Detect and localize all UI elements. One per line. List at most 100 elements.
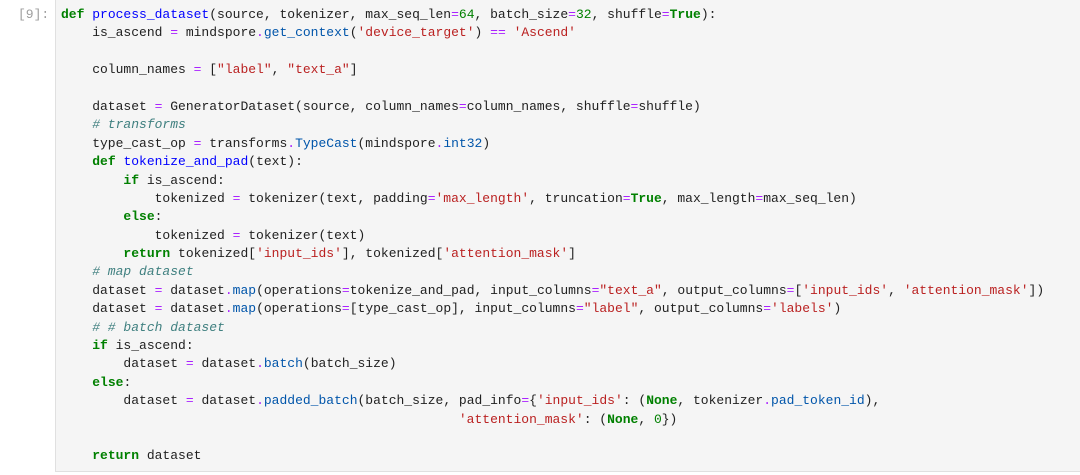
code-token: column_names, shuffle [466,98,631,114]
code-token: = [451,7,459,22]
code-token: : [123,374,132,390]
code-token: 'max_length' [435,190,530,206]
code-token: batch [263,356,303,372]
code-token: , max_length [661,190,756,206]
code-token: (operations [256,282,342,298]
code-token: return [123,246,171,262]
code-token: 'input_ids' [536,393,623,409]
code-token: (mindspore [357,135,436,151]
code-token: = [458,98,467,114]
code-token [61,338,92,353]
code-token: 'attention_mask' [458,411,584,427]
code-token: if [123,172,140,188]
code-token: 'labels' [771,301,834,317]
code-token: . [256,25,264,41]
code-token: ): [700,7,717,22]
code-token: ) [833,301,842,317]
code-token: def [92,154,116,170]
code-token: ] [349,62,358,78]
code-token: = [521,393,530,409]
code-token: : [154,209,163,225]
code-token: = [630,98,639,114]
code-token: = [193,135,202,151]
code-token: mindspore [178,25,257,41]
code-line: def process_dataset(source, tokenizer, m… [61,6,1044,24]
code-token: = [341,282,350,298]
code-token: = [568,7,576,22]
code-token: tokenizer(text, padding [240,190,428,206]
code-token: tokenized [61,227,233,243]
code-token: [ [794,282,803,298]
code-token: [type_cast_op], input_columns [349,301,576,317]
code-token: == [490,25,506,41]
code-line: # map dataset [61,263,1044,281]
code-token: = [661,7,670,22]
code-block[interactable]: def process_dataset(source, tokenizer, m… [61,6,1044,466]
code-token: , truncation [529,190,623,206]
code-token: ], tokenized[ [341,246,444,262]
code-token: column_names [61,62,194,78]
code-token: None [607,411,639,427]
code-token: is_ascend: [107,338,194,354]
code-token: # map dataset [61,264,194,280]
code-line [61,80,1044,98]
code-token: dataset [193,393,257,409]
code-token: = [185,393,194,409]
code-token: = [622,190,631,206]
code-token: True [630,190,662,206]
code-token: = [341,301,350,317]
code-line: dataset = dataset.padded_batch(batch_siz… [61,392,1044,410]
code-token: . [435,135,444,151]
code-token: dataset [162,301,225,317]
code-token: = [232,190,241,206]
code-token: ), [864,393,881,409]
code-token: # transforms [61,117,186,133]
code-line: 'attention_mask': (None, 0}) [61,411,1044,429]
code-token [61,246,123,261]
code-line: dataset = dataset.batch(batch_size) [61,355,1044,373]
code-token: = [185,356,194,372]
code-token: dataset [61,301,155,317]
code-token: dataset [139,448,202,464]
code-token: , shuffle [591,7,662,22]
code-token: dataset [61,393,186,409]
code-line: # transforms [61,116,1044,134]
code-token: transforms [201,135,288,151]
code-token: . [256,393,264,409]
code-token: = [154,282,163,298]
code-line: dataset = dataset.map(operations=[type_c… [61,300,1044,318]
code-token: GeneratorDataset(source, column_names [162,98,459,114]
code-token: = [154,98,163,114]
code-cell-editor[interactable]: def process_dataset(source, tokenizer, m… [55,0,1080,472]
code-line: def tokenize_and_pad(text): [61,153,1044,171]
code-token: "label" [583,301,639,317]
code-token: . [256,356,264,372]
code-token: 'input_ids' [256,246,342,262]
code-token: max_seq_len) [763,190,857,206]
code-token: [ [201,62,218,78]
code-token [61,412,459,427]
code-token: . [224,282,233,298]
code-token: else [92,374,124,390]
code-token: = [232,227,241,243]
code-token: { [529,393,537,409]
code-token: (source, tokenizer, max_seq_len [209,7,452,22]
code-token: dataset [61,356,186,372]
code-line: if is_ascend: [61,172,1044,190]
code-token: is_ascend: [139,172,225,188]
code-token: 'Ascend' [513,25,576,41]
code-token: , output_columns [638,301,764,317]
code-token: tokenize_and_pad, input_columns [349,282,592,298]
code-token: map [232,282,257,298]
code-token: int32 [443,135,483,151]
code-token: pad_token_id [771,393,865,409]
code-token: else [123,209,155,225]
code-line: if is_ascend: [61,337,1044,355]
code-token: tokenized[ [170,246,257,262]
code-token: . [763,393,772,409]
code-token: 0 [653,411,662,427]
code-token: True [669,7,701,22]
code-token: 'input_ids' [802,282,889,298]
code-line: dataset = dataset.map(operations=tokeniz… [61,282,1044,300]
code-line: else: [61,374,1044,392]
